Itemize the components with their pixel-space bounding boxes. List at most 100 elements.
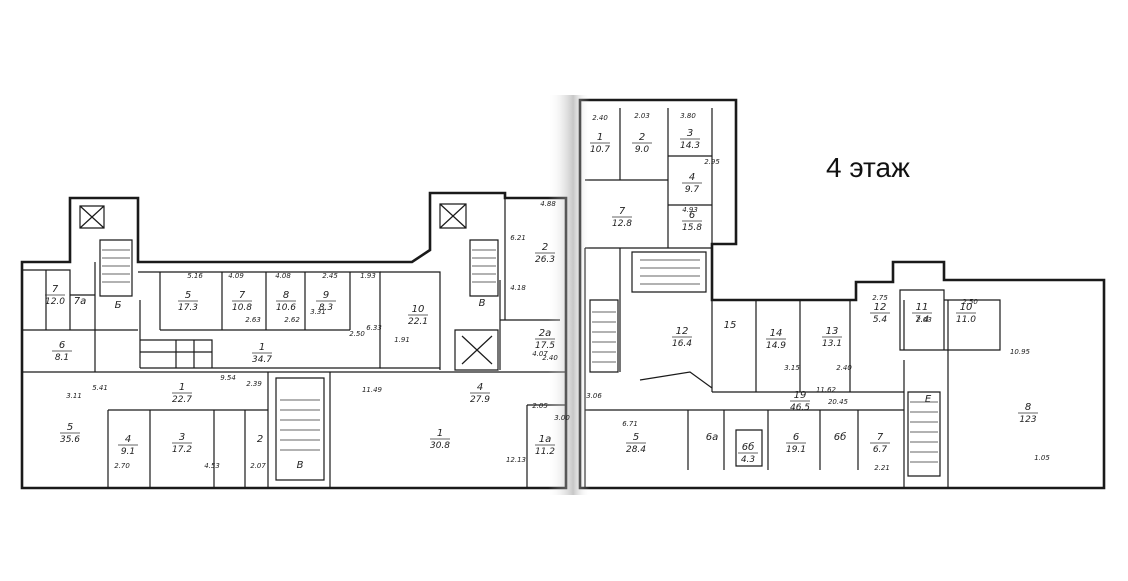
- room-number: 2: [542, 242, 548, 253]
- room-area: 19.1: [786, 445, 806, 455]
- room-number: 3: [687, 128, 693, 139]
- room-area: 30.8: [430, 441, 450, 451]
- room-area: 35.6: [60, 435, 80, 445]
- dimension-mark: 4.53: [204, 462, 220, 470]
- room-number: 8: [283, 290, 289, 301]
- room-number: 1а: [539, 434, 552, 445]
- stair-letter: В: [297, 460, 304, 471]
- dimension-mark: 10.95: [1010, 348, 1031, 356]
- room-number: 6: [689, 210, 695, 221]
- dimension-mark: 4.09: [228, 272, 244, 280]
- dimension-mark: 3.15: [784, 364, 800, 372]
- room-number: 5: [185, 290, 191, 301]
- room-number: 5: [67, 422, 73, 433]
- room-area: 4.3: [741, 455, 756, 465]
- room-number: 8: [1025, 402, 1031, 413]
- room-area: 12.8: [612, 219, 632, 229]
- dimension-mark: 2.07: [250, 462, 266, 470]
- stair-letter: Б: [115, 300, 122, 311]
- room-area: 11.0: [956, 315, 976, 325]
- dimension-mark: 2.21: [874, 464, 890, 472]
- dimension-mark: 6.71: [622, 420, 638, 428]
- room-area: 14.3: [680, 141, 700, 151]
- room-area: 17.3: [178, 303, 198, 313]
- dimension-mark: 2.63: [245, 316, 261, 324]
- dimension-mark: 3.11: [66, 392, 82, 400]
- dimension-mark: 2.40: [836, 364, 852, 372]
- room-number: 5: [633, 432, 639, 443]
- room-number: 7: [239, 290, 246, 301]
- room-area: 9.0: [635, 145, 650, 155]
- dimension-mark: 1.91: [394, 336, 410, 344]
- room-number: 6б: [742, 441, 755, 453]
- dimension-mark: 2.62: [284, 316, 300, 324]
- dimension-mark: 2.03: [634, 112, 650, 120]
- dimension-mark: 2.75: [872, 294, 888, 302]
- room-area: 17.5: [535, 341, 555, 351]
- dimension-mark: 6.33: [366, 324, 382, 332]
- room-number: 12: [874, 302, 887, 313]
- room-area: 10.8: [232, 303, 252, 313]
- room-number: 4: [125, 434, 131, 445]
- dimension-mark: 12.13: [506, 456, 526, 464]
- room-number: 6б: [834, 431, 847, 443]
- dimension-mark: 2.50: [962, 298, 978, 306]
- room-number: 4: [689, 172, 695, 183]
- room-area: 28.4: [626, 445, 646, 455]
- room-number: 7: [619, 206, 626, 217]
- room-number: 10: [412, 304, 425, 315]
- room-number: 4: [477, 382, 483, 393]
- dimension-mark: 1.93: [360, 272, 376, 280]
- room-area: 13.1: [822, 339, 842, 349]
- room-number: 1: [259, 342, 265, 353]
- room-area: 12.0: [45, 297, 65, 307]
- room-number: 6: [793, 432, 799, 443]
- room-area: 10.7: [590, 145, 610, 155]
- room-area: 5.4: [873, 315, 888, 325]
- room-number: 3: [179, 432, 185, 443]
- dimension-mark: 3.00: [554, 414, 570, 422]
- room-area: 22.1: [408, 317, 428, 327]
- dimension-mark: 4.93: [682, 206, 698, 214]
- dimension-mark: 4.07: [532, 350, 548, 358]
- room-number: 14: [770, 328, 783, 339]
- room-number: 7а: [74, 296, 87, 307]
- dimension-mark: 2.40: [592, 114, 608, 122]
- dimension-mark: 2.39: [246, 380, 262, 388]
- dimension-mark: 3.31: [310, 308, 326, 316]
- room-area: 34.7: [252, 355, 272, 365]
- room-area: 10.6: [276, 303, 296, 313]
- dimension-mark: 2.05: [532, 402, 548, 410]
- dimension-mark: 2.03: [916, 316, 932, 324]
- stair-letter: В: [479, 298, 486, 309]
- room-area: 8.1: [55, 353, 69, 363]
- dimension-mark: 4.08: [275, 272, 291, 280]
- room-area: 11.2: [535, 447, 555, 457]
- dimension-labels: 5.162.634.084.092.622.452.501.933.316.33…: [66, 112, 1050, 472]
- right-wing-walls: [578, 98, 1106, 490]
- room-number: 19: [794, 390, 807, 401]
- room-area: 6.7: [873, 445, 888, 455]
- room-number: 13: [826, 326, 839, 337]
- dimension-mark: 3.06: [586, 392, 602, 400]
- room-area: 46.5: [790, 403, 810, 413]
- room-number: 10: [960, 302, 973, 313]
- room-area: 27.9: [470, 395, 490, 405]
- dimension-mark: 11.49: [362, 386, 383, 394]
- room-number: 7: [52, 284, 59, 295]
- room-number: 7: [877, 432, 884, 443]
- page-fold-shadow: [548, 95, 590, 495]
- left-wing-walls: [20, 191, 568, 490]
- room-number: 12: [676, 326, 689, 337]
- room-number: 1: [437, 428, 443, 439]
- room-area: 16.4: [672, 339, 692, 349]
- dimension-mark: 2.95: [704, 158, 720, 166]
- room-area: 26.3: [535, 255, 555, 265]
- room-area: 22.7: [172, 395, 192, 405]
- room-area: 9.7: [685, 185, 700, 195]
- room-number: 2: [639, 132, 645, 143]
- dimension-mark: 1.05: [1034, 454, 1050, 462]
